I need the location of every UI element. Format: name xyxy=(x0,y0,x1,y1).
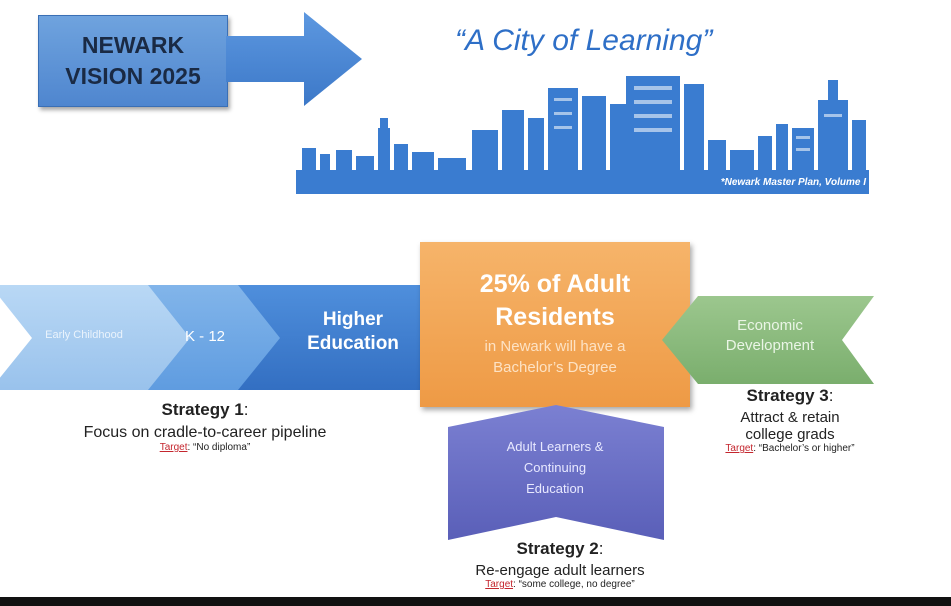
goal-box: 25% of Adult Residents in Newark will ha… xyxy=(420,242,690,407)
strategy-3-title-colon: : xyxy=(828,386,834,405)
early-childhood-label: Early Childhood xyxy=(45,329,123,341)
strategy-1-title-text: Strategy 1 xyxy=(161,400,244,419)
adult-learners-label: Adult Learners & Continuing Education xyxy=(470,436,640,499)
pipeline-chevrons xyxy=(0,285,462,390)
strategy-2-description: Re-engage adult learners xyxy=(475,562,645,579)
title-arrow-graphic xyxy=(226,12,362,106)
strategy-3-description-1: Attract & retain xyxy=(740,409,840,426)
source-note: *Newark Master Plan, Volume I xyxy=(720,177,866,188)
title-box: NEWARK VISION 2025 xyxy=(38,15,228,107)
strategy-1-block: Strategy 1: Focus on cradle-to-career pi… xyxy=(30,400,380,453)
strategy-1-title: Strategy 1: xyxy=(30,400,380,420)
chevron-early-childhood xyxy=(0,285,200,390)
adult-learners-chevron xyxy=(448,405,664,540)
strategy-3-target-label: Target xyxy=(725,443,754,454)
adult-learners-line-1: Adult Learners & xyxy=(506,439,604,454)
goal-line-4: Bachelor’s Degree xyxy=(493,359,617,376)
strategy-3-title: Strategy 3: xyxy=(690,386,890,406)
strategy-3-target: Target: “Bachelor’s or higher” xyxy=(690,443,890,454)
higher-education-line-1: Higher xyxy=(322,309,384,330)
strategy-3-description-2: college grads xyxy=(745,426,835,443)
strategy-2-target: Target: “some college, no degree” xyxy=(410,579,710,590)
chevron-k12 xyxy=(148,285,292,390)
strategy-1-target: Target: “No diploma” xyxy=(30,442,380,453)
higher-education-label: Higher Education xyxy=(288,304,418,360)
strategy-1-title-colon: : xyxy=(243,400,249,419)
chevron-higher-education xyxy=(238,285,462,390)
k12-label: K - 12 xyxy=(184,327,226,345)
slogan: “A City of Learning” xyxy=(455,24,713,57)
city-skyline-image xyxy=(296,76,869,194)
goal-line-2: Residents xyxy=(495,303,615,331)
title-line-2: VISION 2025 xyxy=(65,63,201,89)
adult-learners-line-2: Continuing xyxy=(523,460,587,475)
economic-line-1: Economic xyxy=(737,317,803,334)
economic-development-chevron xyxy=(662,296,874,384)
strategy-1-description: Focus on cradle-to-career pipeline xyxy=(83,424,327,441)
strategy-3-target-value: : “Bachelor’s or higher” xyxy=(753,443,855,454)
strategy-2-target-label: Target xyxy=(485,579,514,590)
title-line-1: NEWARK xyxy=(81,32,185,58)
bottom-edge-bar xyxy=(0,597,951,606)
strategy-3-title-text: Strategy 3 xyxy=(746,386,829,405)
strategy-3-block: Strategy 3: Attract & retain college gra… xyxy=(690,386,890,454)
strategy-2-title-text: Strategy 2 xyxy=(516,539,599,558)
strategy-1-target-value: : “No diploma” xyxy=(187,442,251,453)
goal-line-3: in Newark will have a xyxy=(484,338,626,355)
strategy-2-title: Strategy 2: xyxy=(410,539,710,559)
strategy-2-block: Strategy 2: Re-engage adult learners Tar… xyxy=(410,539,710,590)
strategy-1-target-label: Target xyxy=(159,442,188,453)
adult-learners-line-3: Education xyxy=(526,481,584,496)
strategy-2-title-colon: : xyxy=(598,539,604,558)
higher-education-line-2: Education xyxy=(307,333,399,354)
goal-line-1: 25% of Adult xyxy=(479,270,631,298)
economic-development-label: Economic Development xyxy=(700,316,840,356)
strategy-2-target-value: : “some college, no degree” xyxy=(513,579,635,590)
economic-line-2: Development xyxy=(725,337,815,354)
